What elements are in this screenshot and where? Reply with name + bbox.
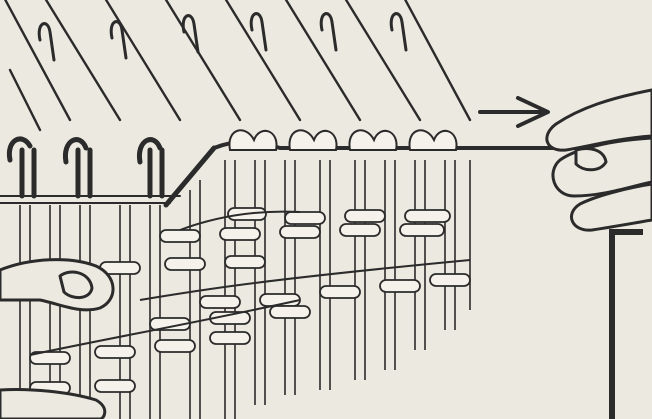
illustration-svg	[0, 0, 652, 419]
knitting-illustration	[0, 0, 652, 419]
